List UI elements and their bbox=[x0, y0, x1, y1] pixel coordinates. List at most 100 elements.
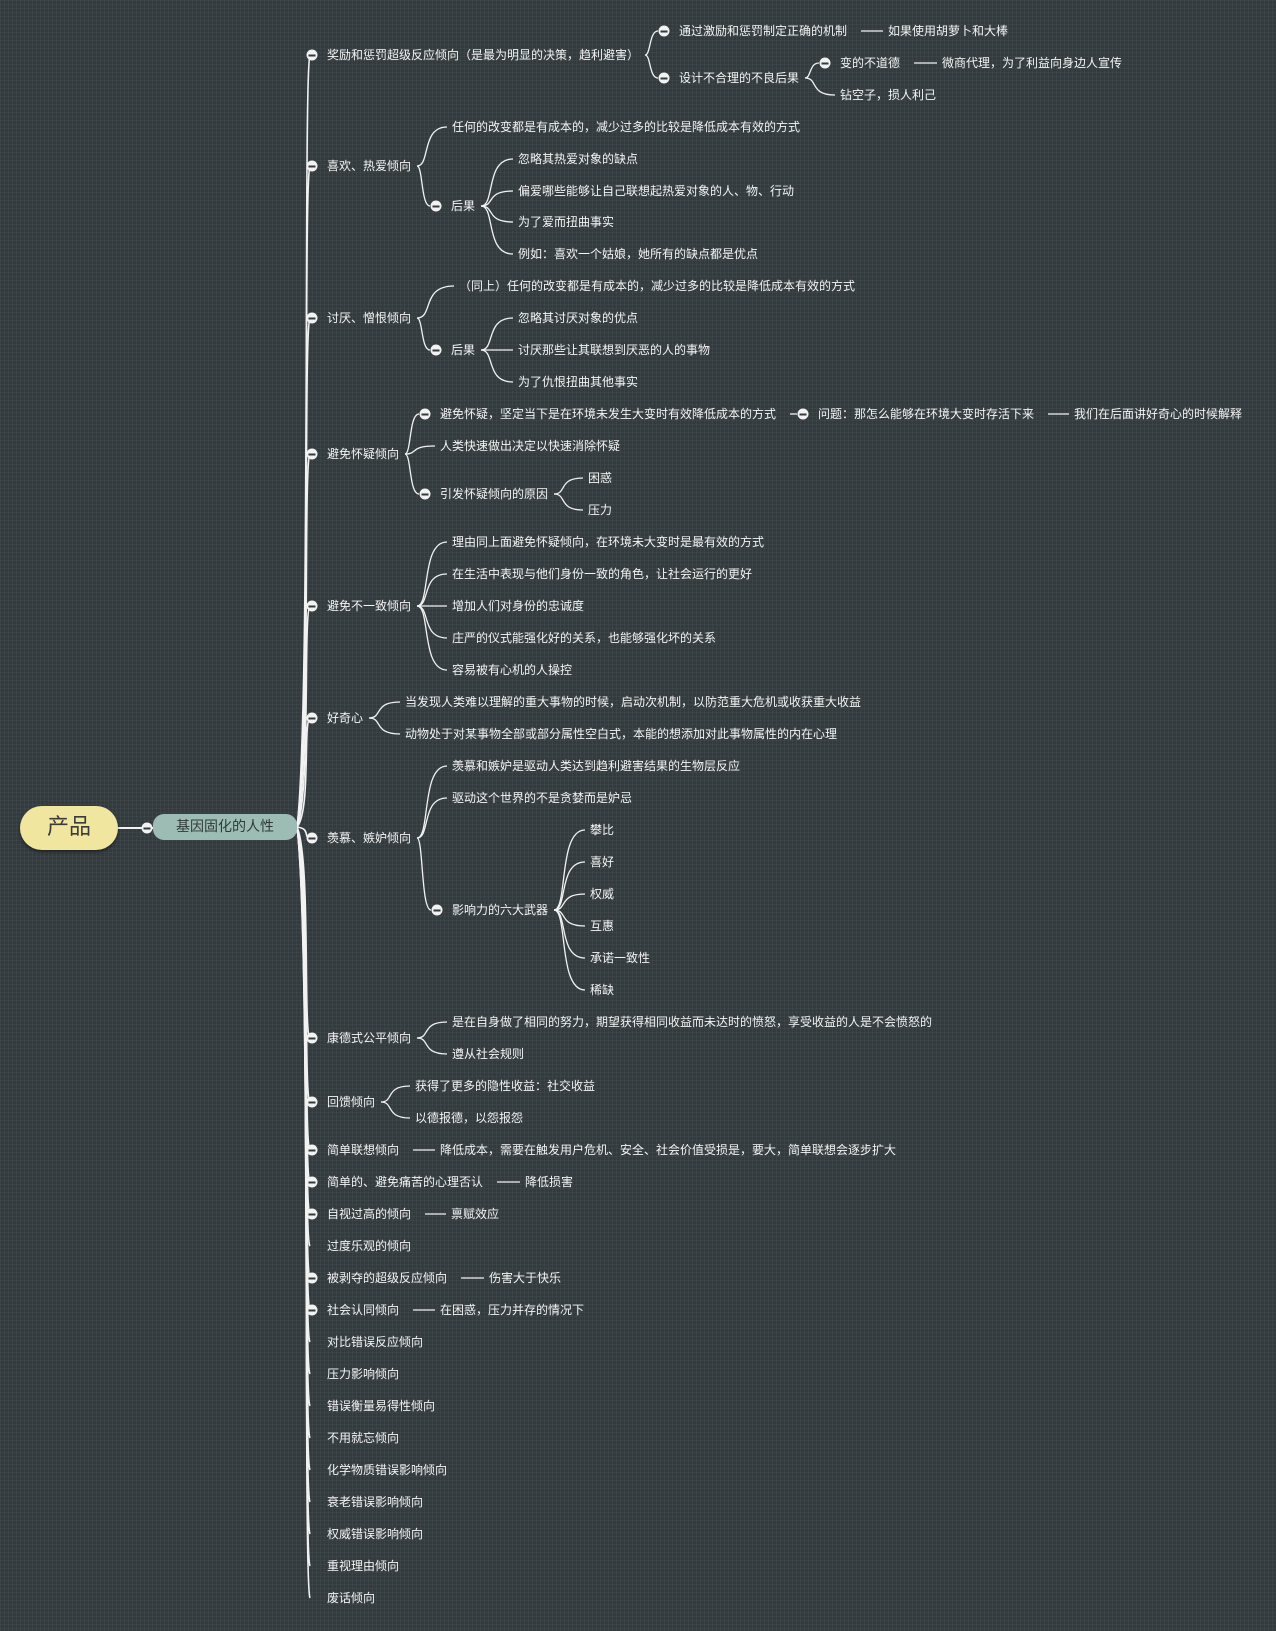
topic-t4a1[interactable]: 问题：那怎么能够在环境大变时存活下来 bbox=[818, 407, 1035, 421]
topic-t4c[interactable]: 引发怀疑倾向的原因 bbox=[440, 487, 549, 501]
topic-t12a[interactable]: 禀赋效应 bbox=[451, 1207, 500, 1221]
topic-t10[interactable]: 简单联想倾向 bbox=[327, 1143, 400, 1157]
collapse-icon[interactable] bbox=[419, 408, 431, 420]
root-topic[interactable]: 产品 bbox=[20, 806, 118, 850]
collapse-icon[interactable] bbox=[658, 25, 670, 37]
collapse-icon[interactable] bbox=[306, 1144, 318, 1156]
collapse-icon[interactable] bbox=[658, 72, 670, 84]
collapse-icon[interactable] bbox=[797, 408, 809, 420]
topic-t3a[interactable]: （同上）任何的改变都是有成本的，减少过多的比较是降低成本有效的方式 bbox=[459, 279, 856, 293]
topic-t1b2[interactable]: 钻空子，损人利己 bbox=[840, 88, 937, 102]
topic-t8[interactable]: 康德式公平倾向 bbox=[327, 1031, 412, 1045]
collapse-icon[interactable] bbox=[306, 600, 318, 612]
topic-t4c1[interactable]: 困惑 bbox=[588, 471, 613, 485]
topic-t12[interactable]: 自视过高的倾向 bbox=[327, 1207, 412, 1221]
topic-t21[interactable]: 衰老错误影响倾向 bbox=[327, 1495, 424, 1509]
collapse-icon[interactable] bbox=[419, 488, 431, 500]
collapse-icon[interactable] bbox=[431, 904, 443, 916]
topic-t17[interactable]: 压力影响倾向 bbox=[327, 1367, 400, 1381]
topic-t18[interactable]: 错误衡量易得性倾向 bbox=[327, 1399, 436, 1413]
topic-t4a1a[interactable]: 我们在后面讲好奇心的时候解释 bbox=[1074, 407, 1243, 421]
collapse-icon[interactable] bbox=[306, 1272, 318, 1284]
topic-t15a[interactable]: 在困惑，压力并存的情况下 bbox=[440, 1303, 585, 1317]
topic-t8b[interactable]: 遵从社会规则 bbox=[452, 1047, 525, 1061]
topic-t24[interactable]: 废话倾向 bbox=[327, 1591, 376, 1605]
topic-t7c[interactable]: 影响力的六大武器 bbox=[452, 903, 549, 917]
topic-t23[interactable]: 重视理由倾向 bbox=[327, 1559, 400, 1573]
topic-t7c4[interactable]: 互惠 bbox=[590, 919, 615, 933]
collapse-icon[interactable] bbox=[306, 832, 318, 844]
topic-t7c5[interactable]: 承诺一致性 bbox=[590, 951, 651, 965]
topic-t2b2[interactable]: 偏爱哪些能够让自己联想起热爱对象的人、物、行动 bbox=[518, 184, 795, 198]
topic-t2b3[interactable]: 为了爱而扭曲事实 bbox=[518, 215, 615, 229]
collapse-icon[interactable] bbox=[306, 1304, 318, 1316]
topic-t2b[interactable]: 后果 bbox=[451, 199, 476, 213]
topic-t2a[interactable]: 任何的改变都是有成本的，减少过多的比较是降低成本有效的方式 bbox=[452, 120, 801, 134]
topic-t6a[interactable]: 当发现人类难以理解的重大事物的时候，启动次机制，以防范重大危机或收获重大收益 bbox=[405, 695, 862, 709]
topic-t5a[interactable]: 理由同上面避免怀疑倾向，在环境未大变时是最有效的方式 bbox=[452, 535, 765, 549]
topic-t7c6[interactable]: 稀缺 bbox=[590, 983, 615, 997]
collapse-icon[interactable] bbox=[306, 1208, 318, 1220]
topic-t4c2[interactable]: 压力 bbox=[588, 503, 613, 517]
topic-t1a1[interactable]: 如果使用胡萝卜和大棒 bbox=[888, 24, 1009, 38]
topic-t2b1[interactable]: 忽略其热爱对象的缺点 bbox=[518, 152, 639, 166]
topic-t3[interactable]: 讨厌、憎恨倾向 bbox=[327, 311, 412, 325]
topic-t4[interactable]: 避免怀疑倾向 bbox=[327, 447, 400, 461]
topic-t1a[interactable]: 通过激励和惩罚制定正确的机制 bbox=[679, 24, 848, 38]
topic-t2[interactable]: 喜欢、热爱倾向 bbox=[327, 159, 412, 173]
topic-t11a[interactable]: 降低损害 bbox=[525, 1175, 574, 1189]
topic-t1b1a[interactable]: 微商代理，为了利益向身边人宣传 bbox=[942, 56, 1123, 70]
topic-t9a[interactable]: 获得了更多的隐性收益：社交收益 bbox=[415, 1079, 596, 1093]
topic-t1b[interactable]: 设计不合理的不良后果 bbox=[679, 71, 800, 85]
topic-t16[interactable]: 对比错误反应倾向 bbox=[327, 1335, 424, 1349]
topic-t4b[interactable]: 人类快速做出决定以快速消除怀疑 bbox=[440, 439, 621, 453]
link-t4c-t4c1 bbox=[553, 477, 584, 495]
topic-t7[interactable]: 羡慕、嫉妒倾向 bbox=[327, 831, 412, 845]
collapse-icon[interactable] bbox=[306, 712, 318, 724]
collapse-icon[interactable] bbox=[819, 57, 831, 69]
topic-t7c2[interactable]: 喜好 bbox=[590, 855, 615, 869]
collapse-icon[interactable] bbox=[430, 200, 442, 212]
topic-t3b1[interactable]: 忽略其讨厌对象的优点 bbox=[518, 311, 639, 325]
topic-t7a[interactable]: 羡慕和嫉妒是驱动人类达到趋利避害结果的生物层反应 bbox=[452, 759, 741, 773]
topic-t5d[interactable]: 庄严的仪式能强化好的关系，也能够强化坏的关系 bbox=[452, 631, 717, 645]
topic-t5e[interactable]: 容易被有心机的人操控 bbox=[452, 663, 573, 677]
topic-t3b2[interactable]: 讨厌那些让其联想到厌恶的人的事物 bbox=[518, 343, 711, 357]
topic-t2b4[interactable]: 例如：喜欢一个姑娘，她所有的缺点都是优点 bbox=[518, 247, 759, 261]
topic-t5b[interactable]: 在生活中表现与他们身份一致的角色，让社会运行的更好 bbox=[452, 567, 753, 581]
topic-t7c3[interactable]: 权威 bbox=[590, 887, 615, 901]
collapse-icon[interactable] bbox=[430, 344, 442, 356]
topic-t1[interactable]: 奖励和惩罚超级反应倾向（是最为明显的决策，趋利避害） bbox=[327, 48, 640, 62]
topic-t20[interactable]: 化学物质错误影响倾向 bbox=[327, 1463, 448, 1477]
topic-t15[interactable]: 社会认同倾向 bbox=[327, 1303, 400, 1317]
topic-t3b3[interactable]: 为了仇恨扭曲其他事实 bbox=[518, 375, 639, 389]
topic-t5c[interactable]: 增加人们对身份的忠诚度 bbox=[452, 599, 585, 613]
topic-t3b[interactable]: 后果 bbox=[451, 343, 476, 357]
collapse-icon[interactable] bbox=[141, 822, 153, 834]
topic-t4a[interactable]: 避免怀疑，坚定当下是在环境未发生大变时有效降低成本的方式 bbox=[440, 407, 777, 421]
topic-t5[interactable]: 避免不一致倾向 bbox=[327, 599, 412, 613]
topic-t10a[interactable]: 降低成本，需要在触发用户危机、安全、社会价值受损是，要大，简单联想会逐步扩大 bbox=[440, 1143, 897, 1157]
collapse-icon[interactable] bbox=[306, 448, 318, 460]
topic-t11[interactable]: 简单的、避免痛苦的心理否认 bbox=[327, 1175, 484, 1189]
topic-t22[interactable]: 权威错误影响倾向 bbox=[327, 1527, 424, 1541]
topic-t19[interactable]: 不用就忘倾向 bbox=[327, 1431, 400, 1445]
topic-t13[interactable]: 过度乐观的倾向 bbox=[327, 1239, 412, 1253]
topic-t6[interactable]: 好奇心 bbox=[327, 711, 364, 725]
topic-t7b[interactable]: 驱动这个世界的不是贪婪而是妒忌 bbox=[452, 791, 633, 805]
topic-t1b1[interactable]: 变的不道德 bbox=[840, 56, 901, 70]
topic-t8a[interactable]: 是在自身做了相同的努力，期望获得相同收益而未达时的愤怒，享受收益的人是不会愤怒的 bbox=[452, 1015, 933, 1029]
collapse-icon[interactable] bbox=[306, 49, 318, 61]
collapse-icon[interactable] bbox=[306, 160, 318, 172]
collapse-icon[interactable] bbox=[306, 1096, 318, 1108]
main-branch-topic[interactable]: 基因固化的人性 bbox=[153, 814, 297, 840]
topic-t14a[interactable]: 伤害大于快乐 bbox=[489, 1271, 562, 1285]
collapse-icon[interactable] bbox=[306, 1176, 318, 1188]
collapse-icon[interactable] bbox=[306, 312, 318, 324]
topic-t7c1[interactable]: 攀比 bbox=[590, 823, 615, 837]
collapse-icon[interactable] bbox=[306, 1032, 318, 1044]
topic-t14[interactable]: 被剥夺的超级反应倾向 bbox=[327, 1271, 448, 1285]
topic-t9[interactable]: 回馈倾向 bbox=[327, 1095, 376, 1109]
topic-t9b[interactable]: 以德报德，以怨报怨 bbox=[415, 1111, 524, 1125]
topic-t6b[interactable]: 动物处于对某事物全部或部分属性空白式，本能的想添加对此事物属性的内在心理 bbox=[405, 727, 838, 741]
